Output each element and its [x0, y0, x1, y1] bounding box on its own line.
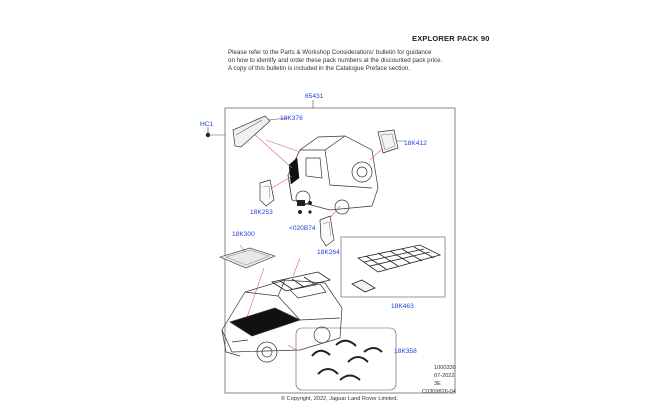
ref-date: 07-2022 — [434, 373, 455, 379]
ref-number: 1000330 — [434, 365, 456, 371]
callout-18k412: 18K412 — [404, 140, 427, 147]
wheel-arch-part — [311, 339, 383, 381]
hc1-fastener — [205, 127, 225, 138]
callout-18k376: 18K376 — [280, 115, 303, 122]
vehicle-upper — [287, 135, 379, 215]
roof-rack-frame — [340, 236, 446, 298]
spoiler-part — [232, 115, 289, 148]
copyright: © Copyright, 2022, Jaguar Land Rover Lim… — [281, 396, 398, 402]
callout-18k358: 18K358 — [394, 348, 417, 355]
page-title: EXPLORER PACK 90 — [412, 34, 490, 43]
note-line-2: on how to identify and order these pack … — [228, 57, 443, 64]
callout-18k300: 18K300 — [232, 231, 255, 238]
mudflap-rear-part — [319, 215, 335, 247]
arch-leader — [287, 344, 297, 351]
ref-rev: 3E — [434, 381, 441, 387]
callout-18k253: 18K253 — [250, 209, 273, 216]
callout-hc1: HC1 — [200, 121, 214, 128]
callout-pack: 65431 — [305, 93, 324, 100]
callout-18k463: 18K463 — [391, 303, 414, 310]
vehicle-lower — [221, 279, 343, 363]
note-line-3: A copy of this bulletin is included in t… — [228, 65, 410, 72]
guidance-note: Please refer to the Parts & Workshop Con… — [228, 49, 442, 73]
roof-rack-part — [351, 244, 442, 293]
ref-code: C0309826-04 — [422, 389, 456, 395]
fittings-part — [297, 200, 312, 214]
callout-020b74: <020B74 — [289, 225, 316, 232]
callout-18k264: 18K264 — [317, 249, 340, 256]
pack-frame — [224, 107, 456, 394]
vehicle-roof-rack — [270, 271, 331, 292]
floor-mat-part — [219, 244, 276, 269]
note-line-1: Please refer to the Parts & Workshop Con… — [228, 49, 432, 56]
mudflap-front-part — [259, 179, 275, 207]
side-panel-part — [288, 157, 300, 185]
leader-lines — [245, 133, 384, 321]
arch-kit-frame — [295, 327, 397, 391]
window-part — [377, 129, 405, 154]
